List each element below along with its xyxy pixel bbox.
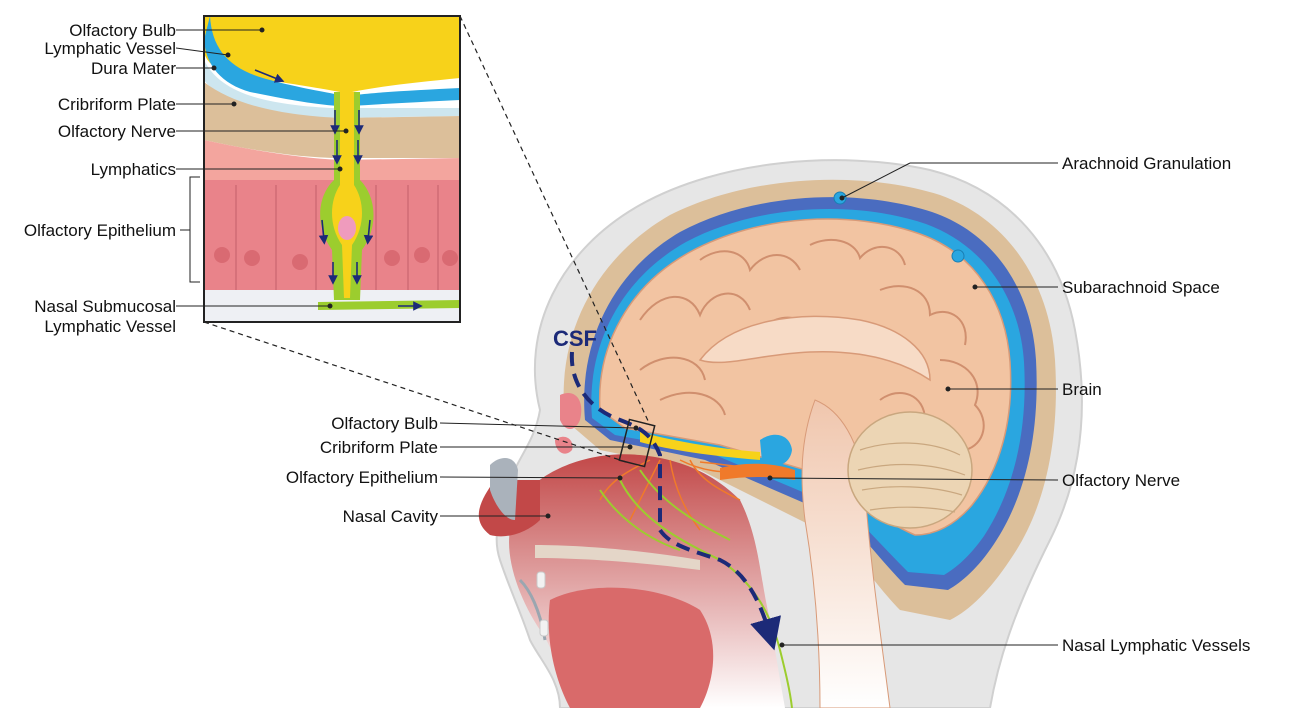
label-inset-olfactory-bulb: Olfactory Bulb — [69, 21, 176, 40]
label-subarachnoid-space: Subarachnoid Space — [1062, 278, 1220, 297]
head-illustration — [479, 160, 1082, 708]
label-inset-olfactory-epithelium: Olfactory Epithelium — [24, 221, 176, 240]
cerebellum — [848, 412, 972, 528]
tooth-upper — [537, 572, 545, 588]
label-inset-dura-mater: Dura Mater — [91, 59, 176, 78]
csf-label: CSF — [553, 326, 597, 351]
label-inset-cribriform-plate: Cribriform Plate — [58, 95, 176, 114]
tongue — [549, 588, 713, 708]
label-arachnoid-granulation: Arachnoid Granulation — [1062, 154, 1231, 173]
head-left-labels: Olfactory Bulb Cribriform Plate Olfactor… — [286, 414, 439, 526]
label-nasal-lymphatic-vessels: Nasal Lymphatic Vessels — [1062, 636, 1250, 655]
label-olfactory-bulb: Olfactory Bulb — [331, 414, 438, 433]
label-inset-nasal-submucosal-1: Nasal Submucosal — [34, 297, 176, 316]
label-inset-olfactory-nerve: Olfactory Nerve — [58, 122, 176, 141]
inset-neuron-cell — [338, 216, 356, 240]
inset-labels: Olfactory Bulb Lymphatic Vessel Dura Mat… — [24, 21, 176, 336]
label-cribriform-plate: Cribriform Plate — [320, 438, 438, 457]
label-inset-nasal-submucosal-2: Lymphatic Vessel — [44, 317, 176, 336]
label-inset-lymphatics: Lymphatics — [91, 160, 176, 179]
label-nasal-cavity: Nasal Cavity — [343, 507, 439, 526]
label-inset-lymphatic-vessel: Lymphatic Vessel — [44, 39, 176, 58]
label-olfactory-epithelium: Olfactory Epithelium — [286, 468, 438, 487]
frontal-sinus — [560, 393, 581, 429]
arachnoid-granulation-2 — [952, 250, 964, 262]
label-olfactory-nerve: Olfactory Nerve — [1062, 471, 1180, 490]
head-right-labels: Arachnoid Granulation Subarachnoid Space… — [1062, 154, 1250, 655]
tooth-lower — [540, 620, 548, 636]
label-brain: Brain — [1062, 380, 1102, 399]
